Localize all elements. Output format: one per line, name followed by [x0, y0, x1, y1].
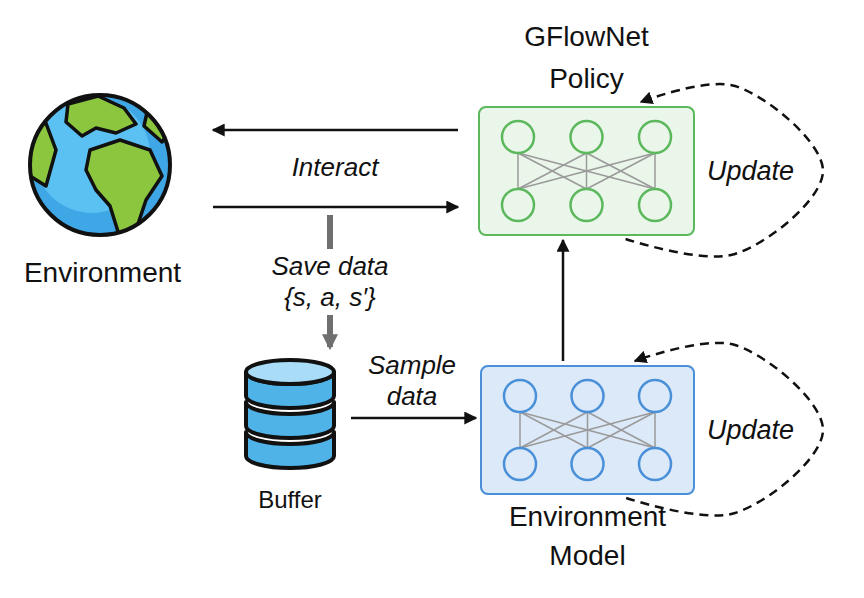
database-icon — [246, 360, 334, 468]
buffer-node: Buffer — [235, 350, 345, 515]
update-loop — [626, 84, 823, 256]
sample-data-arrow — [351, 417, 476, 420]
edge-label: Save data {s, a, s′} — [265, 249, 395, 315]
model-to-policy-arrow — [562, 240, 565, 361]
edge-label: Update — [707, 155, 794, 187]
network-icon — [502, 121, 671, 221]
node-label: Environment Model — [488, 497, 688, 575]
edge-label: Sample data — [362, 350, 462, 412]
network-icon — [504, 380, 671, 480]
node-label: Buffer — [258, 486, 322, 515]
update-loop — [626, 343, 823, 516]
box-fill — [480, 365, 695, 495]
node-label: Environment — [24, 256, 181, 290]
model-box: Environment Model — [480, 365, 695, 495]
globe-icon — [26, 95, 172, 238]
interact-arrow — [213, 129, 458, 132]
policy-box: GFlowNet Policy — [478, 106, 695, 236]
environment-node: Environment — [10, 95, 195, 290]
edge-label: Update — [707, 414, 794, 446]
edge-label: Interact — [292, 152, 379, 183]
node-label: GFlowNet Policy — [497, 16, 677, 100]
interact-arrow — [213, 206, 458, 209]
box-fill — [478, 106, 695, 236]
